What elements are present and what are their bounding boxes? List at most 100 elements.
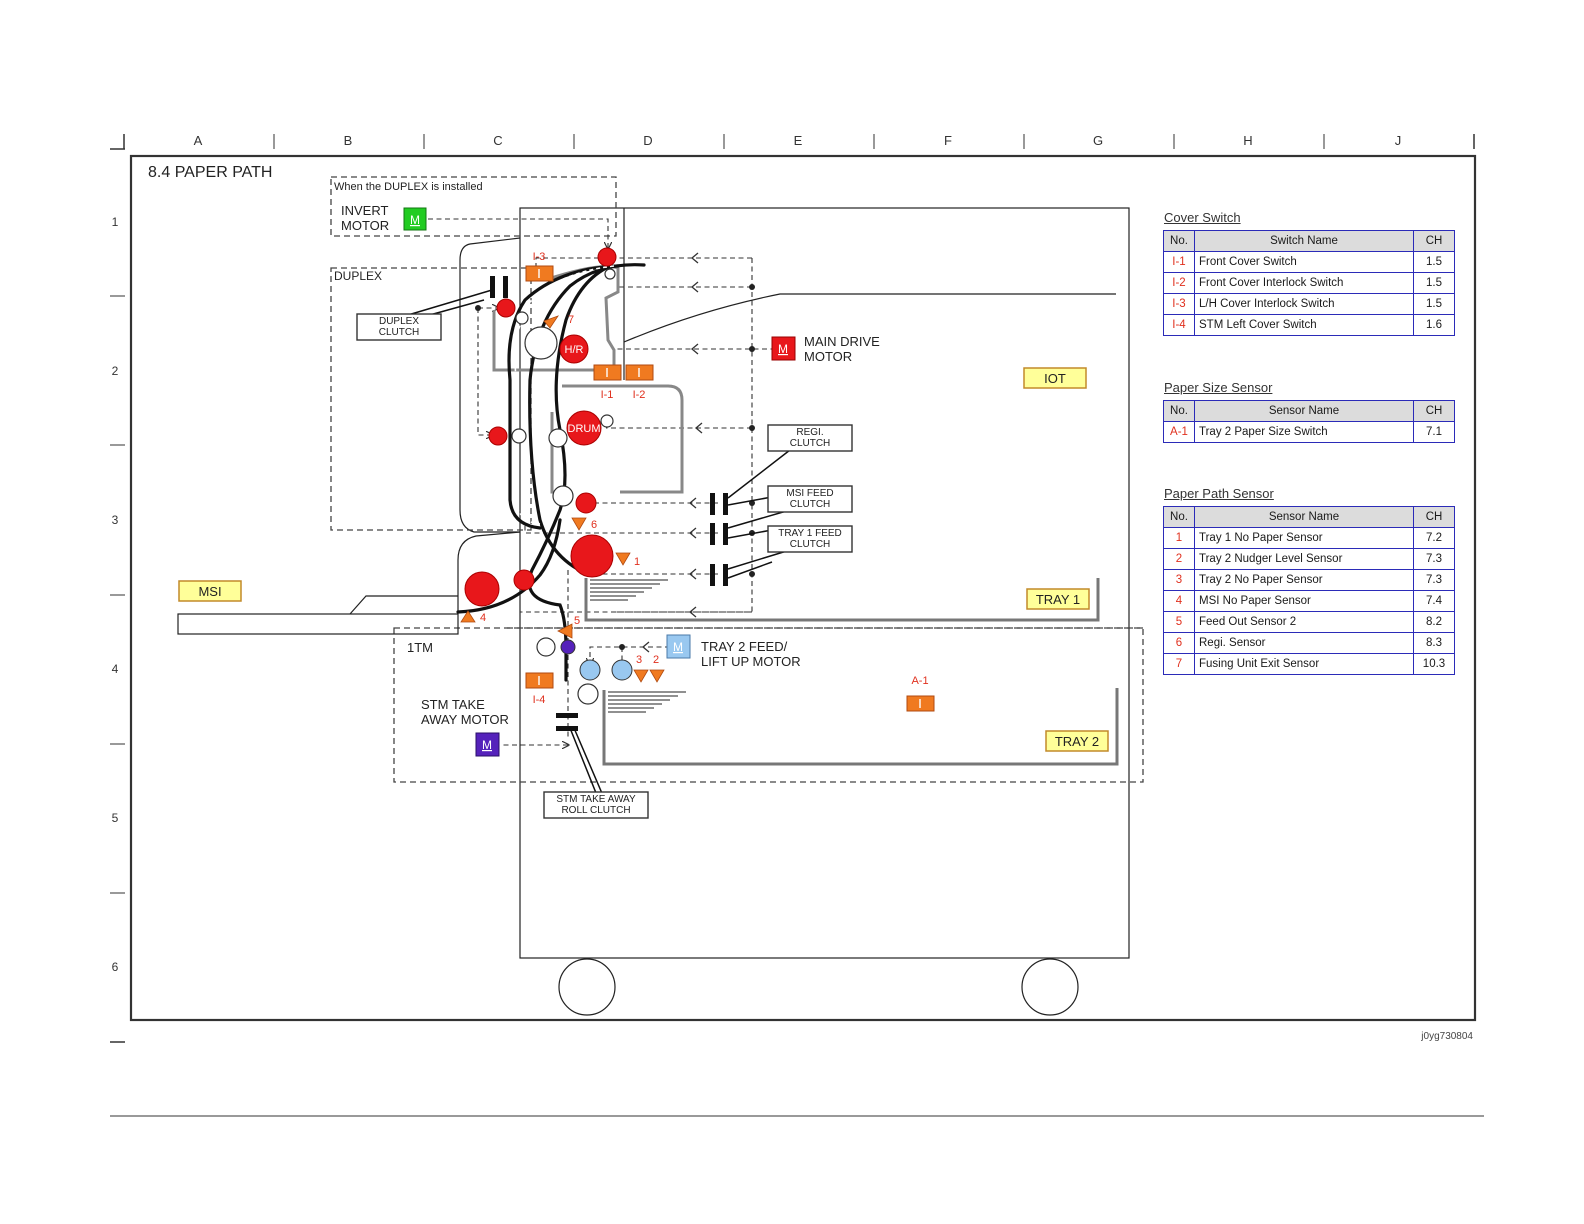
leader-lines — [407, 289, 791, 799]
clutches — [490, 276, 728, 731]
figure-id: j0yg730804 — [1420, 1031, 1473, 1042]
duplex-lower-roll — [488, 426, 508, 446]
header-cell: Switch Name — [1194, 230, 1414, 252]
cell-no: I-4 — [1163, 314, 1195, 336]
svg-text:6: 6 — [591, 519, 597, 531]
col-label: D — [643, 133, 652, 148]
svg-text:1: 1 — [634, 556, 640, 568]
msi-feed-roll — [464, 571, 500, 607]
table-row: 1 Tray 1 No Paper Sensor 7.2 — [1163, 527, 1455, 549]
header-cell: Sensor Name — [1194, 506, 1414, 528]
table-row: I-1 Front Cover Switch 1.5 — [1163, 251, 1455, 273]
tray2-feed-motor-label: TRAY 2 FEED/ — [701, 639, 788, 654]
yellow-label-text: IOT MSI TRAY 1 TRAY 2 — [198, 371, 1099, 749]
table-header-row: No. Switch Name CH — [1163, 230, 1455, 252]
tray2-feed-motor-label: LIFT UP MOTOR — [701, 654, 801, 669]
hr-label: H/R — [565, 344, 584, 356]
table-row: I-4 STM Left Cover Switch 1.6 — [1163, 314, 1455, 336]
col-label: B — [344, 133, 353, 148]
cell-ch: 7.3 — [1413, 548, 1455, 570]
svg-text:CLUTCH: CLUTCH — [379, 327, 420, 338]
cell-ch: 10.3 — [1413, 653, 1455, 675]
switch-ticks — [538, 269, 921, 708]
cell-name: Front Cover Switch — [1194, 251, 1414, 273]
clutch-label-boxes — [356, 313, 853, 819]
header-cell: CH — [1413, 400, 1455, 422]
drive-lines — [428, 218, 784, 745]
paper-path-sensor-title: Paper Path Sensor — [1164, 486, 1274, 501]
cell-name: Front Cover Interlock Switch — [1194, 272, 1414, 294]
table-header-row: No. Sensor Name CH — [1163, 506, 1455, 528]
row-label: 1 — [112, 215, 119, 229]
table-row: A-1 Tray 2 Paper Size Switch 7.1 — [1163, 421, 1455, 443]
cover-switch-title: Cover Switch — [1164, 210, 1241, 225]
msi-tray — [177, 595, 459, 635]
header-cell: No. — [1163, 400, 1195, 422]
cell-ch: 1.5 — [1413, 251, 1455, 273]
drum-label: DRUM — [568, 423, 601, 435]
svg-text:3: 3 — [636, 654, 642, 666]
switch-labels: I-3 I-1 I-2 I-4 A-1 — [533, 251, 929, 706]
tray1-feed-roll — [570, 534, 614, 578]
svg-text:M: M — [410, 213, 420, 227]
stm-roll-clutch-symbol — [556, 713, 578, 718]
tray1-label: TRAY 1 — [1036, 592, 1080, 607]
cell-no: 2 — [1163, 548, 1195, 570]
cell-name: MSI No Paper Sensor — [1194, 590, 1414, 612]
column-labels: A B C D E F G H J — [194, 133, 1402, 148]
cell-name: STM Left Cover Switch — [1194, 314, 1414, 336]
cell-ch: 7.3 — [1413, 569, 1455, 591]
table-row: 7 Fusing Unit Exit Sensor 10.3 — [1163, 653, 1455, 675]
sensor-4-icon — [460, 610, 476, 623]
cell-name: L/H Cover Interlock Switch — [1194, 293, 1414, 315]
svg-text:4: 4 — [480, 612, 486, 624]
col-label: F — [944, 133, 952, 148]
regi-clutch-symbol — [710, 493, 715, 515]
cell-name: Feed Out Sensor 2 — [1194, 611, 1414, 633]
duplex-label: DUPLEX — [334, 269, 382, 283]
row-label: 3 — [112, 513, 119, 527]
grid-frame — [110, 134, 1484, 1117]
col-label: A — [194, 133, 203, 148]
svg-text:2: 2 — [653, 654, 659, 666]
tray-frames — [584, 578, 1119, 766]
cell-ch: 8.2 — [1413, 611, 1455, 633]
cell-no: 1 — [1163, 527, 1195, 549]
tray2-label: TRAY 2 — [1055, 734, 1099, 749]
table-row: I-2 Front Cover Interlock Switch 1.5 — [1163, 272, 1455, 294]
svg-text:ROLL CLUTCH: ROLL CLUTCH — [561, 805, 630, 816]
table-row: 5 Feed Out Sensor 2 8.2 — [1163, 611, 1455, 633]
duplex-roll — [496, 298, 516, 318]
sensor-icons — [460, 315, 665, 683]
col-label: C — [493, 133, 502, 148]
sensor-labels: 7 6 1 4 5 3 2 — [480, 314, 659, 666]
msi-label: MSI — [198, 584, 221, 599]
msi-turn-roll — [513, 569, 535, 591]
table-row: 3 Tray 2 No Paper Sensor 7.3 — [1163, 569, 1455, 591]
header-cell: CH — [1413, 506, 1455, 528]
idler-rolls — [511, 268, 616, 705]
cell-ch: 8.3 — [1413, 632, 1455, 654]
col-label: G — [1093, 133, 1103, 148]
sensor-1-icon — [615, 552, 631, 566]
heat-roll — [559, 334, 589, 364]
main-drive-motor-icon: M — [771, 336, 796, 361]
cell-no: 6 — [1163, 632, 1195, 654]
cell-name: Regi. Sensor — [1194, 632, 1414, 654]
svg-text:I-4: I-4 — [533, 694, 546, 706]
header-cell: No. — [1163, 506, 1195, 528]
cell-no: I-1 — [1163, 251, 1195, 273]
clutch-labels: DUPLEX CLUTCH REGI. CLUTCH MSI FEED CLUT… — [379, 316, 842, 816]
svg-text:M: M — [482, 738, 492, 752]
one-tm-region — [393, 627, 1144, 783]
dashed-regions — [330, 176, 1144, 783]
cover-switch-table: No. Switch Name CH I-1 Front Cover Switc… — [1163, 230, 1455, 336]
row-label: 5 — [112, 811, 119, 825]
header-cell: Sensor Name — [1194, 400, 1414, 422]
duplex-note: When the DUPLEX is installed — [334, 181, 483, 193]
paper-size-sensor-table: No. Sensor Name CH A-1 Tray 2 Paper Size… — [1163, 400, 1455, 443]
svg-text:TRAY 1 FEED: TRAY 1 FEED — [778, 528, 842, 539]
row-label: 4 — [112, 662, 119, 676]
row-labels: 1 2 3 4 5 6 — [112, 215, 119, 974]
stm-take-away-motor-label: AWAY MOTOR — [421, 712, 509, 727]
